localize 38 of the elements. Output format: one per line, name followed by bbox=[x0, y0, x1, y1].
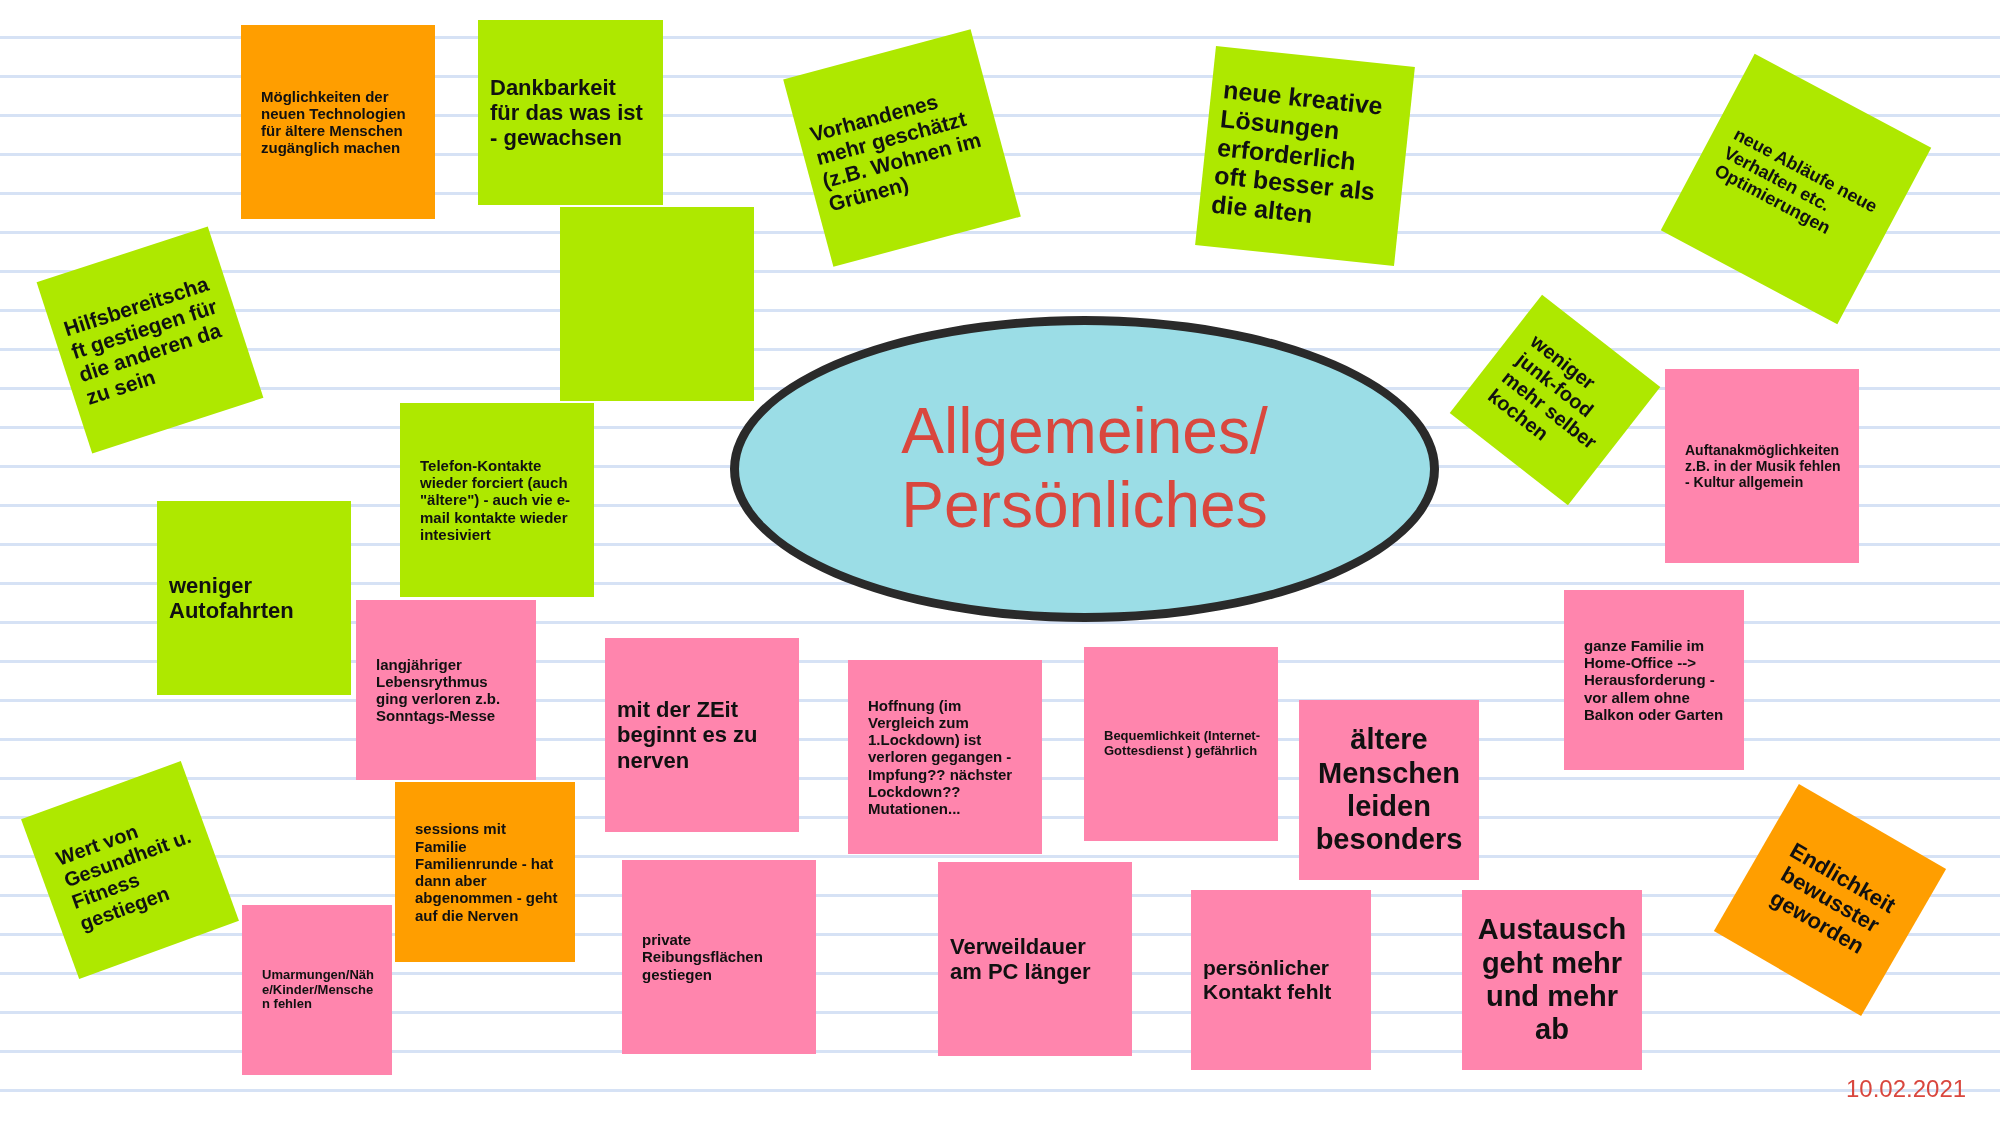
sticky-note bbox=[242, 905, 392, 1075]
note-text: Austausch geht mehr und mehr ab bbox=[1476, 913, 1628, 1047]
note-text: weniger Autofahrten bbox=[169, 572, 295, 624]
note-text: ältere Menschen leiden besonders bbox=[1314, 723, 1464, 857]
sticky-note bbox=[1191, 890, 1371, 1070]
sticky-note bbox=[400, 403, 594, 597]
sticky-note bbox=[938, 862, 1132, 1056]
note-text: persönlicher Kontakt fehlt bbox=[1203, 955, 1333, 1005]
sticky-note bbox=[1564, 590, 1744, 770]
sticky-note bbox=[848, 660, 1042, 854]
sticky-note bbox=[478, 20, 663, 205]
sticky-note bbox=[395, 782, 575, 962]
note-text: Möglichkeiten der neuen Technologien für ältere Menschen zugänglich machen bbox=[261, 87, 407, 157]
note-text: sessions mit Familie Familienrunde - hat dann aber abgenommen - geht auf die Nerven bbox=[415, 820, 559, 924]
note-text: Telefon-Kontakte wieder forciert (auch "ältere") - auch vie e-mail kontakte wieder intesiviert bbox=[420, 456, 572, 544]
sticky-note bbox=[1084, 647, 1278, 841]
note-text: neue kreative Lösungen erforderlich oft besser als die alten bbox=[1209, 75, 1385, 231]
note-text: private Reibungsflächen gestiegen bbox=[642, 931, 764, 983]
sticky-note bbox=[560, 207, 754, 401]
sticky-note bbox=[1462, 890, 1642, 1070]
sticky-note bbox=[1665, 369, 1859, 563]
sticky-note bbox=[622, 860, 816, 1054]
note-text: ganze Familie im Home-Office --> Herausforderung - vor allem ohne Balkon oder Garten bbox=[1584, 636, 1725, 724]
note-text: Umarmungen/Nähe/Kinder/Menschen fehlen bbox=[262, 967, 375, 1013]
sticky-note bbox=[241, 25, 435, 219]
note-text: Hoffnung (im Vergleich zum 1.Lockdown) ist verloren gegangen - Impfung?? nächster Lockdown?? Mutationen... bbox=[868, 696, 1014, 818]
topic-title: Allgemeines/ Persönliches bbox=[900, 395, 1269, 543]
note-text: Auftanakmöglichkeiten z.B. in der Musik fehlen - Kultur allgemein bbox=[1685, 441, 1842, 491]
sticky-note bbox=[1299, 700, 1479, 880]
sticky-note bbox=[356, 600, 536, 780]
date-label: 10.02.2021 bbox=[1846, 1075, 1967, 1103]
note-text: Bequemlichkeit (Internet-Gottesdienst ) gefährlich bbox=[1104, 729, 1262, 759]
sticky-note bbox=[157, 501, 351, 695]
note-text: mit der ZEit beginnt es zu nerven bbox=[617, 697, 759, 773]
note-text: Verweildauer am PC länger bbox=[950, 933, 1092, 985]
note-text: Dankbarkeit für das was ist - gewachsen bbox=[490, 74, 644, 151]
sticky-note bbox=[605, 638, 799, 832]
note-text: langjähriger Lebensrythmus ging verloren z.b. Sonntags-Messe bbox=[376, 655, 502, 725]
